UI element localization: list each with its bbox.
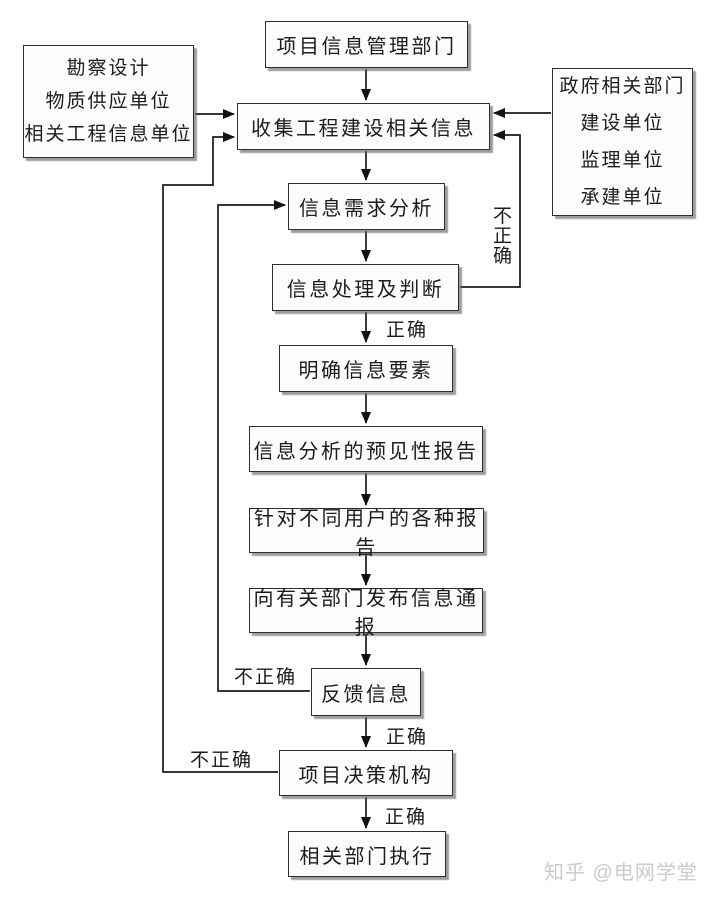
node-label: 收集工程建设相关信息: [251, 118, 476, 140]
node-collect-info: 收集工程建设相关信息: [237, 103, 490, 150]
node-label: 信息需求分析: [299, 198, 434, 220]
node-feedback: 反馈信息: [311, 668, 421, 716]
node-right-sources: 政府相关部门 建设单位 监理单位 承建单位: [552, 68, 693, 216]
node-label: 向有关部门发布信息通报: [253, 587, 479, 639]
node-decision-body: 项目决策机构: [279, 750, 453, 796]
edge-label-correct-feedback: 正确: [386, 727, 429, 748]
edge-label-incorrect-decision: 不正确: [190, 750, 254, 771]
node-label: 承建单位: [580, 187, 665, 208]
node-label: 相关工程信息单位: [24, 124, 193, 145]
edge-label-correct-decision: 正确: [385, 807, 428, 828]
node-label: 信息分析的预见性报告: [253, 440, 479, 463]
node-clarify-elements: 明确信息要素: [279, 345, 453, 392]
node-label: 物质供应单位: [45, 91, 172, 112]
edge-label-incorrect-process: 不正确: [492, 206, 512, 267]
node-label: 项目信息管理部门: [276, 36, 457, 58]
node-label: 政府相关部门: [559, 76, 686, 97]
edge-feedback-incorrect-to-demand: [217, 200, 310, 692]
edge-decision-incorrect-to-collect: [162, 132, 278, 773]
node-label: 监理单位: [580, 150, 665, 171]
edge-label-incorrect-feedback: 不正确: [234, 667, 298, 688]
edge-label-correct-process: 正确: [386, 320, 429, 341]
node-label: 相关部门执行: [299, 845, 435, 868]
node-label: 针对不同用户的各种报告: [254, 507, 479, 559]
node-label: 明确信息要素: [298, 360, 434, 382]
node-publish-bulletin: 向有关部门发布信息通报: [249, 588, 483, 639]
node-execute: 相关部门执行: [288, 831, 446, 877]
node-demand-analysis: 信息需求分析: [288, 183, 445, 230]
node-label: 反馈信息: [321, 683, 411, 706]
node-predictive-report: 信息分析的预见性报告: [249, 426, 483, 472]
node-project-info-dept: 项目信息管理部门: [265, 21, 468, 68]
node-label: 勘察设计: [66, 58, 151, 79]
node-label: 项目决策机构: [298, 764, 434, 787]
node-label: 建设单位: [580, 113, 665, 134]
node-process-judge: 信息处理及判断: [272, 264, 459, 311]
node-user-reports: 针对不同用户的各种报告: [249, 508, 484, 559]
edge-process-incorrect-to-collect: [460, 130, 521, 288]
watermark: 知乎 @电网学堂: [544, 862, 698, 884]
node-left-sources: 勘察设计 物质供应单位 相关工程信息单位: [23, 45, 194, 158]
node-label: 信息处理及判断: [286, 279, 445, 301]
